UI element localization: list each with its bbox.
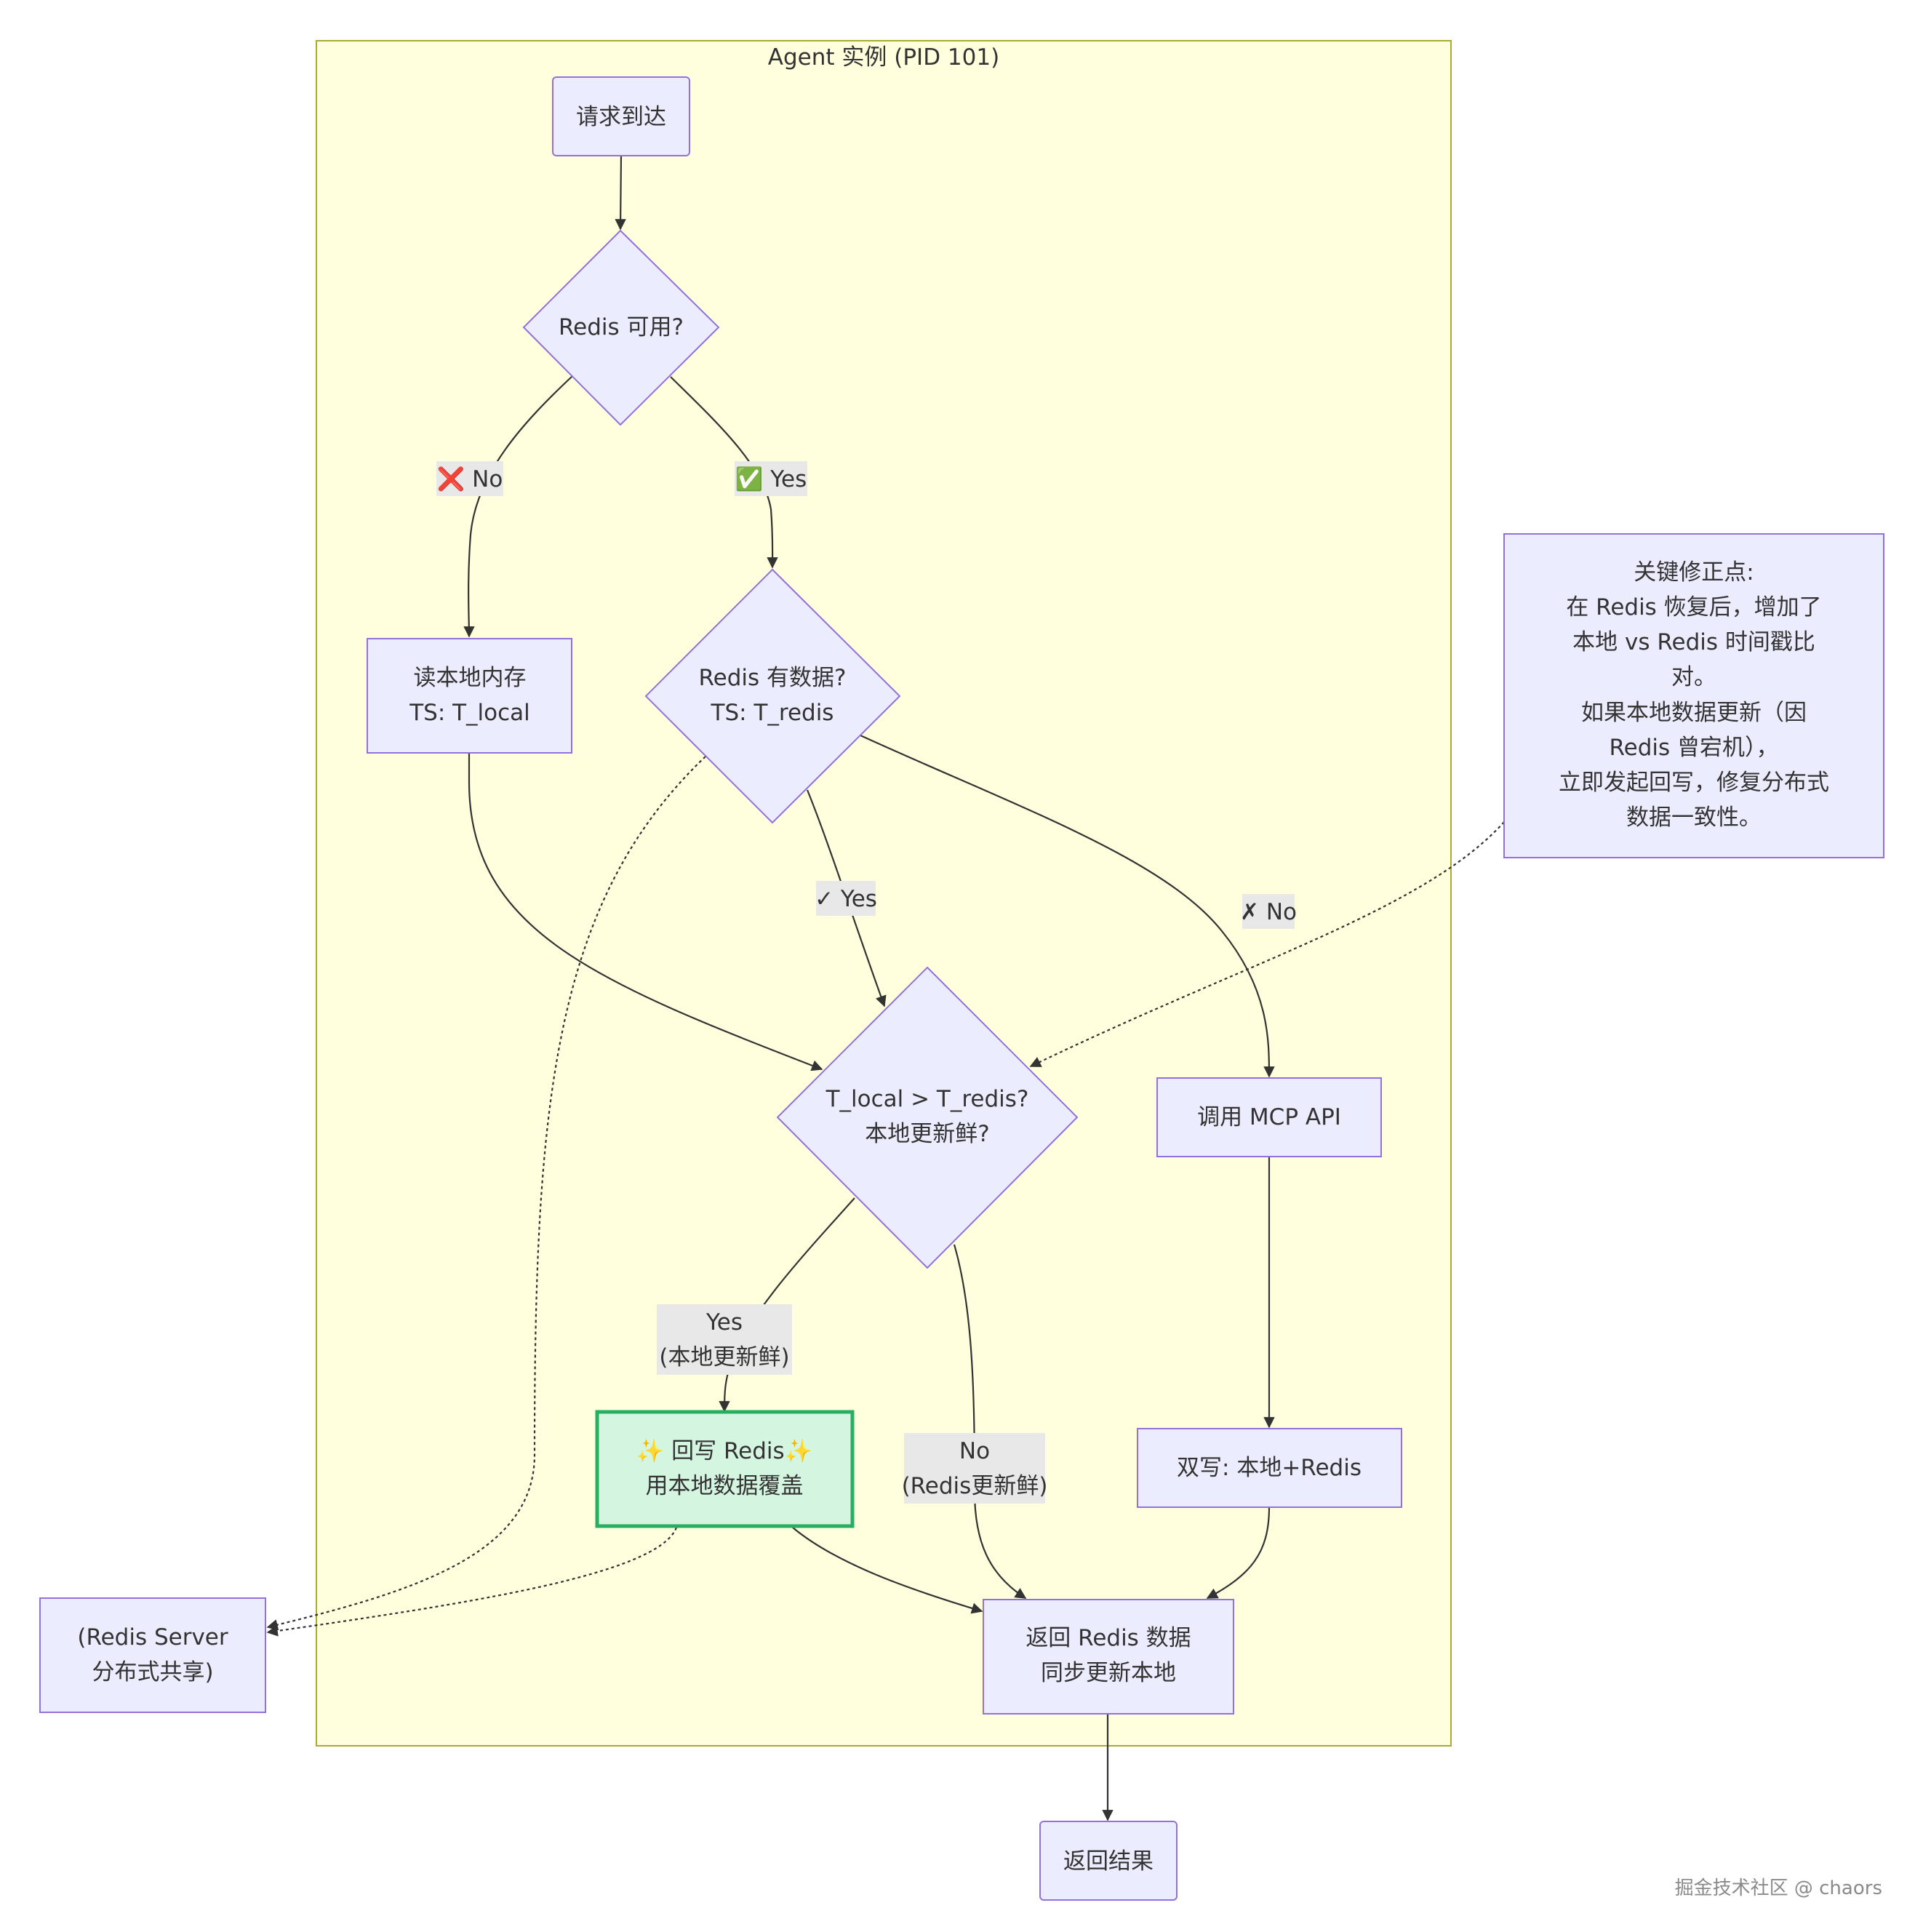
note-line-3: 本地 vs Redis 时间戳比 xyxy=(1572,629,1815,655)
node-write-back-line1: ✨ 回写 Redis✨ xyxy=(636,1438,813,1464)
node-request[interactable]: 请求到达 xyxy=(552,76,690,156)
edge-read-local-to-compare xyxy=(468,753,823,1071)
edge-dual-write-to-return xyxy=(1206,1506,1271,1599)
edge-label-has-data-yes: ✓ Yes xyxy=(815,881,877,916)
edge-label-compare-yes-line2: (本地更新鲜) xyxy=(659,1344,789,1370)
edge-write-back-to-redis-server xyxy=(266,1527,678,1637)
node-redis-server[interactable]: (Redis Server 分布式共享) xyxy=(39,1597,266,1713)
note-line-1: 关键修正点: xyxy=(1634,559,1754,586)
decision-redis-available[interactable]: Redis 可用? xyxy=(522,229,720,426)
node-write-back-redis[interactable]: ✨ 回写 Redis✨ 用本地数据覆盖 xyxy=(595,1410,855,1528)
note-line-4: 对。 xyxy=(1671,664,1716,690)
edge-label-compare-no-line1: No xyxy=(959,1438,990,1464)
decision-redis-has-data-line2: TS: T_redis xyxy=(711,700,834,726)
edge-label-available-yes: ✅ Yes xyxy=(735,461,807,496)
edge-label-compare-no: No (Redis更新鲜) xyxy=(902,1433,1048,1504)
edge-has-data-no xyxy=(860,734,1275,1078)
node-write-back-line2: 用本地数据覆盖 xyxy=(646,1473,804,1499)
decision-compare-line1: T_local > T_redis? xyxy=(825,1086,1029,1112)
note-line-6: Redis 曾宕机）， xyxy=(1609,735,1778,761)
note-key-fix: 关键修正点: 在 Redis 恢复后，增加了 本地 vs Redis 时间戳比 … xyxy=(1503,533,1884,858)
edge-label-compare-no-line2: (Redis更新鲜) xyxy=(902,1473,1048,1499)
node-read-local[interactable]: 读本地内存 TS: T_local xyxy=(367,638,572,754)
edge-label-has-data-no-text: ✗ No xyxy=(1240,899,1297,925)
watermark: 掘金技术社区 @ chaors xyxy=(1675,1877,1882,1899)
node-dual-write-label: 双写: 本地+Redis xyxy=(1177,1455,1362,1481)
edge-write-back-to-return xyxy=(792,1527,983,1614)
node-request-label: 请求到达 xyxy=(576,104,666,130)
decision-redis-available-label: Redis 可用? xyxy=(559,314,684,340)
decision-redis-has-data-line1: Redis 有数据? xyxy=(699,665,847,691)
note-line-7: 立即发起回写，修复分布式 xyxy=(1559,770,1829,796)
node-return-redis-line2: 同步更新本地 xyxy=(1041,1660,1176,1686)
edge-label-has-data-yes-text: ✓ Yes xyxy=(815,886,877,912)
node-redis-server-line1: (Redis Server xyxy=(77,1624,228,1650)
node-return-result-label: 返回结果 xyxy=(1063,1848,1154,1875)
edge-label-compare-yes: Yes (本地更新鲜) xyxy=(657,1304,792,1375)
edge-label-available-no: ❌ No xyxy=(436,461,503,496)
edge-redis-available-no xyxy=(463,375,573,638)
edge-label-available-yes-text: ✅ Yes xyxy=(735,466,807,492)
note-line-8: 数据一致性。 xyxy=(1626,805,1762,831)
node-dual-write[interactable]: 双写: 本地+Redis xyxy=(1137,1428,1402,1508)
node-return-redis-line1: 返回 Redis 数据 xyxy=(1026,1625,1191,1651)
edge-has-data-to-redis-server xyxy=(266,756,706,1631)
edge-note-to-compare xyxy=(1029,821,1505,1067)
node-return-result[interactable]: 返回结果 xyxy=(1039,1821,1178,1901)
edge-request-to-redis-available xyxy=(615,155,626,231)
decision-compare-line2: 本地更新鲜? xyxy=(865,1121,989,1147)
note-line-5: 如果本地数据更新（因 xyxy=(1581,700,1807,726)
decision-compare-timestamps[interactable]: T_local > T_redis? 本地更新鲜? xyxy=(776,966,1079,1269)
node-redis-server-line2: 分布式共享) xyxy=(92,1659,213,1685)
decision-redis-has-data[interactable]: Redis 有数据? TS: T_redis xyxy=(644,568,901,824)
edge-label-has-data-no: ✗ No xyxy=(1240,894,1297,929)
node-read-local-line2: TS: T_local xyxy=(409,700,530,726)
note-line-2: 在 Redis 恢复后，增加了 xyxy=(1566,594,1821,620)
edge-label-compare-yes-line1: Yes xyxy=(705,1309,743,1336)
node-call-mcp-api[interactable]: 调用 MCP API xyxy=(1156,1077,1382,1157)
edge-label-available-no-text: ❌ No xyxy=(437,466,503,492)
node-call-mcp-api-label: 调用 MCP API xyxy=(1197,1104,1341,1130)
node-read-local-line1: 读本地内存 xyxy=(414,665,527,691)
cluster-title: Agent 实例 (PID 101) xyxy=(768,44,999,71)
node-return-redis-data[interactable]: 返回 Redis 数据 同步更新本地 xyxy=(983,1599,1234,1715)
